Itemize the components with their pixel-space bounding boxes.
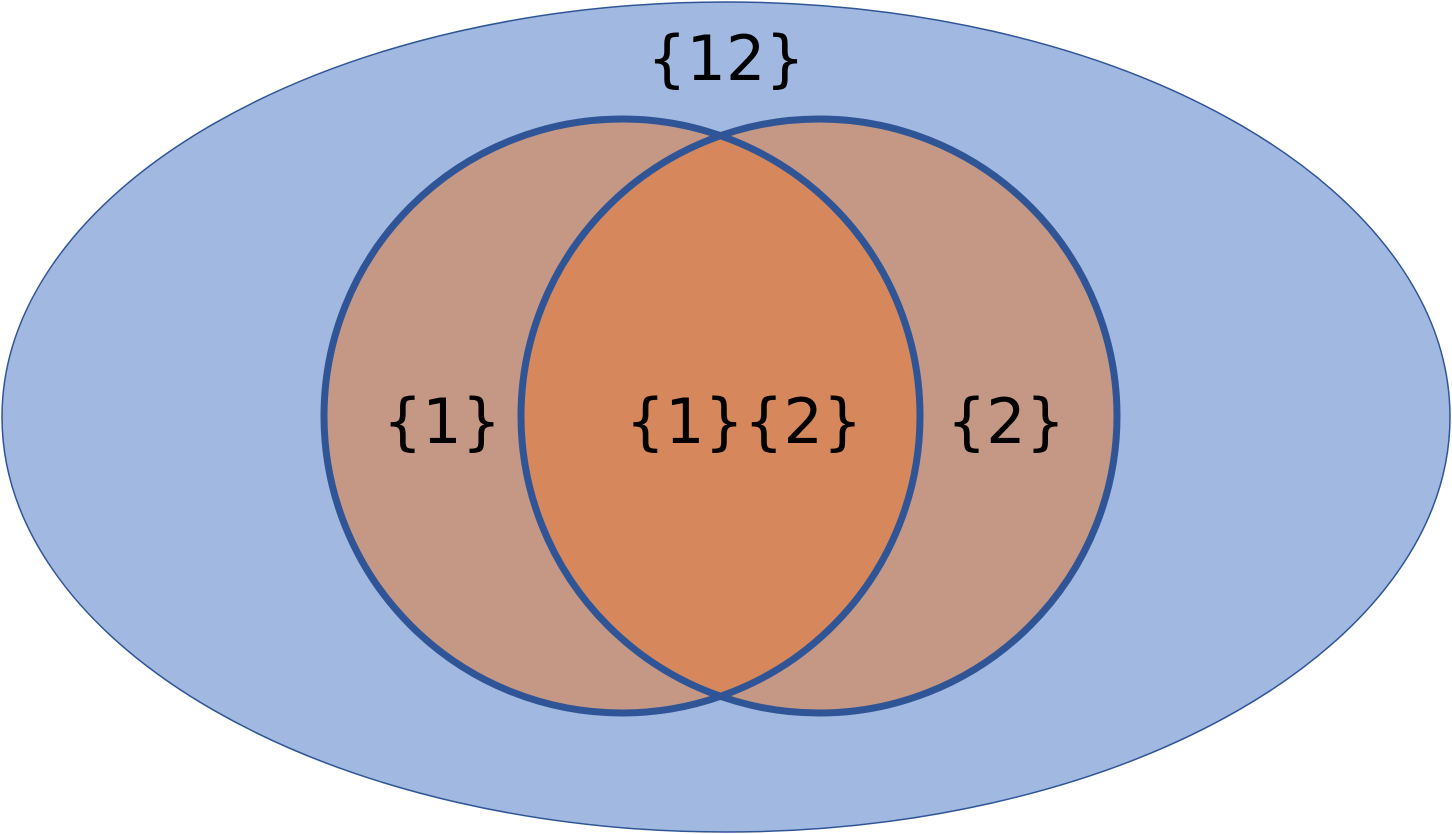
set-right-label: {2} xyxy=(947,385,1065,458)
set-left-outline xyxy=(320,115,924,717)
set-left-label: {1} xyxy=(383,385,501,458)
intersection-label: {1}{2} xyxy=(626,385,863,458)
set-right-outline xyxy=(517,115,1121,717)
universe-label: {12} xyxy=(647,22,805,95)
intersection-region xyxy=(521,119,920,713)
